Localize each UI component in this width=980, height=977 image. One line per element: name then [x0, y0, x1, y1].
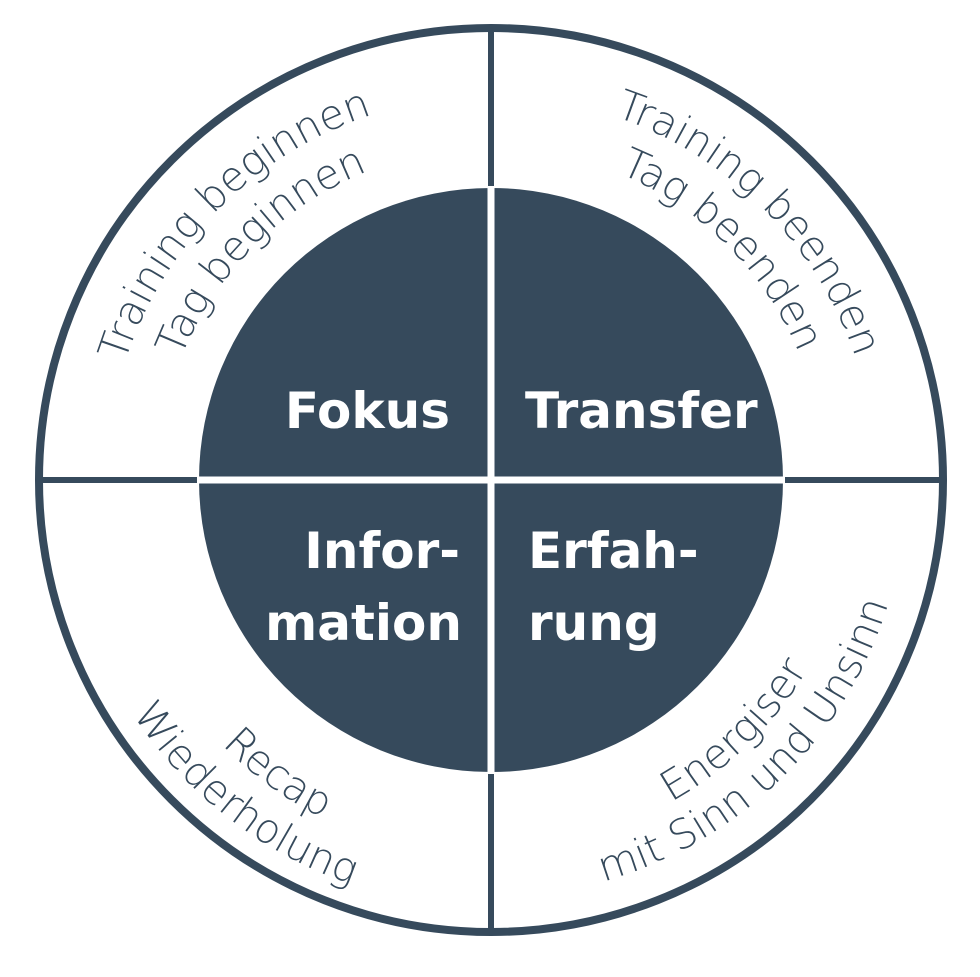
transfer-label: Transfer: [525, 382, 758, 440]
erfahrung-label-line1: Erfah-: [528, 522, 699, 580]
information-label-line1: Infor-: [304, 522, 460, 580]
information-label-line2: mation: [265, 594, 462, 652]
erfahrung-label-line2: rung: [528, 594, 660, 652]
fokus-label: Fokus: [285, 382, 450, 440]
